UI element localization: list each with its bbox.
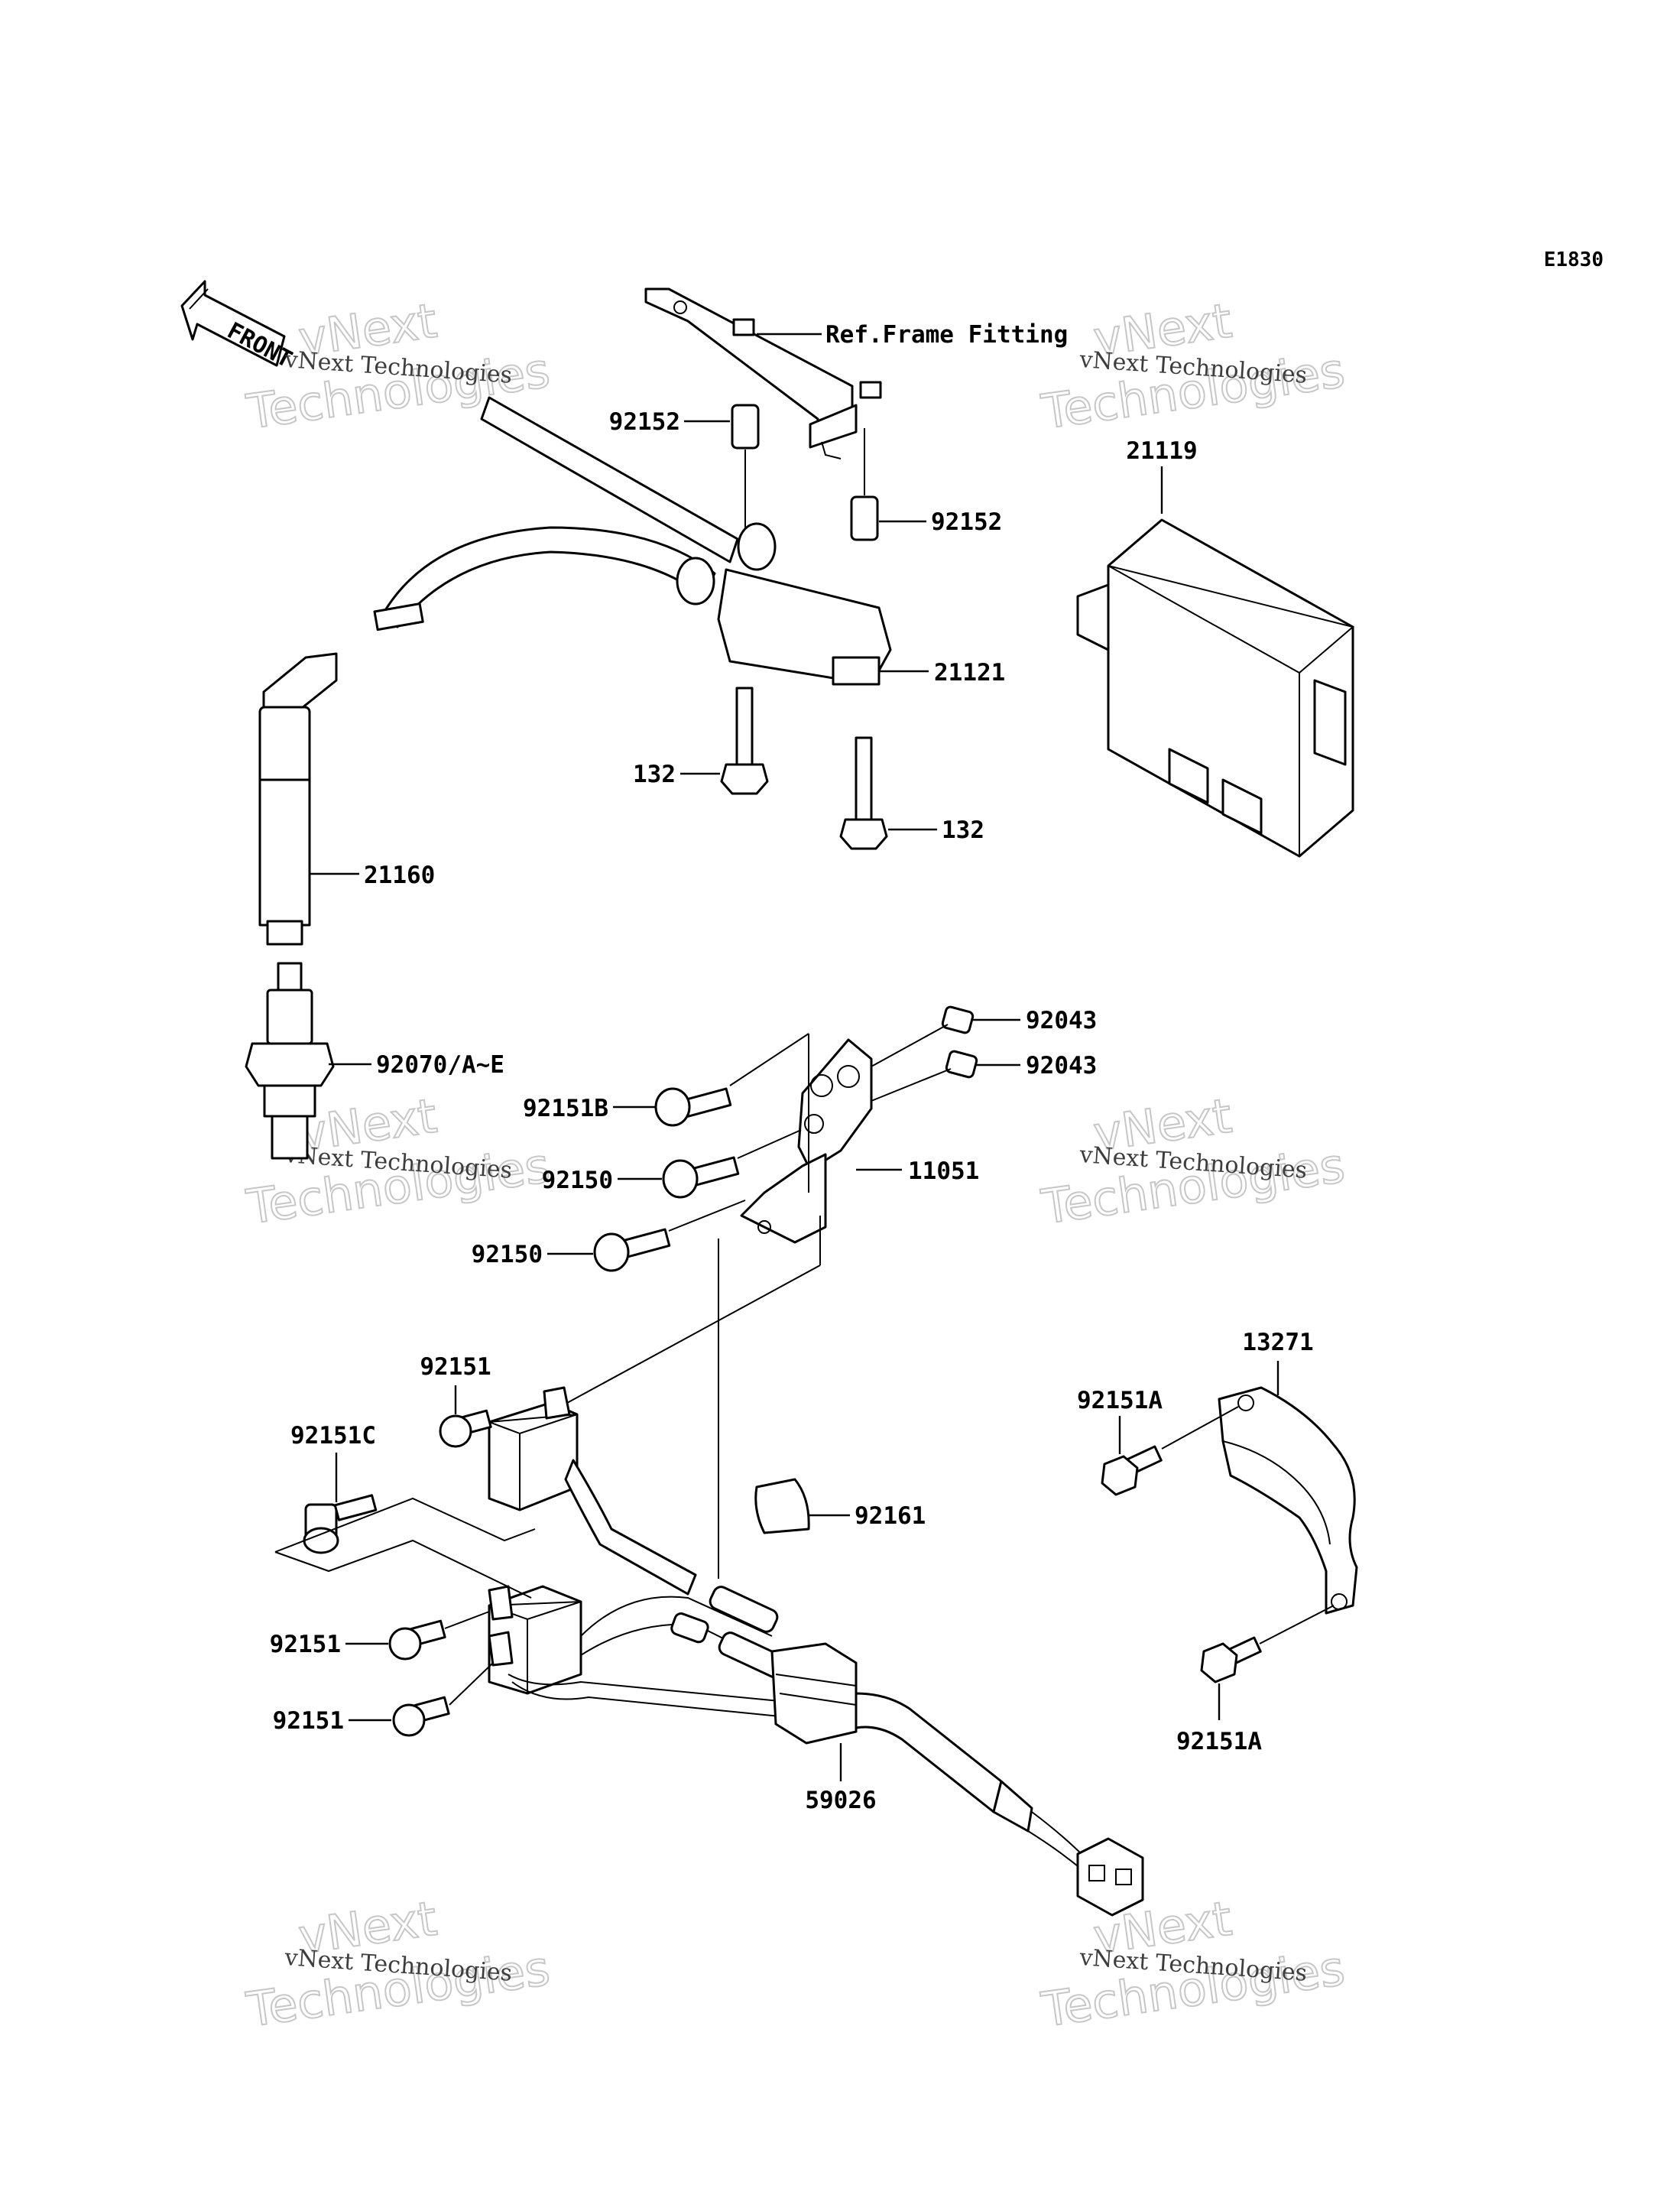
- harness-wire: [511, 1681, 780, 1717]
- ref-frame-fitting-note: Ref.Frame Fitting: [825, 321, 1068, 349]
- label-92161: 92161: [855, 1502, 926, 1530]
- spark-plug: [245, 962, 335, 1160]
- harness-wire: [1027, 1830, 1082, 1870]
- igniter-unit: [1076, 518, 1355, 858]
- label-92151B: 92151B: [523, 1095, 608, 1122]
- wire-sleeve: [709, 1586, 779, 1633]
- spark-plug-cap: [258, 652, 338, 946]
- frame-bracket: [644, 287, 882, 459]
- front-arrow-icon: FRONT: [180, 280, 297, 373]
- label-132-left: 132: [633, 761, 676, 788]
- label-92151A-top: 92151A: [1077, 1387, 1163, 1414]
- label-92151C: 92151C: [290, 1422, 376, 1450]
- alignment-line: [729, 1033, 809, 1086]
- pickup-coil-bottom: [488, 1585, 582, 1695]
- alignment-line: [1161, 1406, 1239, 1450]
- harness-wire: [564, 1459, 697, 1596]
- label-21160: 21160: [364, 862, 435, 889]
- label-92150-bottom: 92150: [472, 1241, 543, 1268]
- alignment-line: [871, 1024, 949, 1067]
- bolt-92151C: [303, 1494, 378, 1554]
- damper-92043-bottom: [945, 1050, 978, 1079]
- label-11051: 11051: [908, 1157, 979, 1185]
- bolt-132-right: [839, 736, 888, 850]
- cover-13271: [1218, 1386, 1358, 1615]
- spacer-92152-top: [731, 404, 760, 450]
- bolt-132-left: [720, 687, 769, 795]
- bolt-92151A-bottom: [1200, 1636, 1262, 1683]
- alignment-line: [1259, 1605, 1335, 1644]
- label-92150-top: 92150: [542, 1167, 613, 1194]
- bolt-92151-top: [439, 1409, 492, 1448]
- harness-wire: [508, 1674, 780, 1702]
- harness-wire: [580, 1596, 773, 1637]
- spacer-92152-right: [850, 495, 879, 541]
- label-92070: 92070/A~E: [376, 1051, 504, 1079]
- harness-tube: [855, 1692, 1003, 1813]
- bolt-92151-mid: [388, 1619, 446, 1661]
- label-92151A-bottom: 92151A: [1176, 1728, 1262, 1755]
- pad-92161: [754, 1478, 810, 1534]
- label-92152-right: 92152: [931, 508, 1002, 536]
- label-92043-bottom: 92043: [1026, 1052, 1097, 1080]
- bolt-92150-bottom: [593, 1228, 671, 1272]
- bolt-92150-top: [662, 1156, 740, 1199]
- label-92151-low: 92151: [273, 1707, 344, 1735]
- label-13271: 13271: [1242, 1329, 1313, 1356]
- ignition-coil: [373, 396, 892, 686]
- bolt-92151-low: [392, 1696, 450, 1737]
- label-132-right: 132: [942, 817, 984, 844]
- label-21121: 21121: [934, 659, 1005, 687]
- label-59026: 59026: [805, 1787, 876, 1814]
- diagram-code: E1830: [1544, 248, 1604, 271]
- harness-connector: [770, 1642, 858, 1745]
- pickup-coil-top: [488, 1386, 579, 1511]
- label-92151-top: 92151: [420, 1353, 491, 1381]
- alignment-line: [871, 1068, 952, 1102]
- harness-tube: [992, 1780, 1033, 1833]
- label-92152-top: 92152: [609, 408, 680, 436]
- alignment-line: [668, 1200, 746, 1232]
- alignment-line: [274, 1539, 532, 1599]
- alignment-line: [274, 1497, 536, 1553]
- alignment-line: [566, 1265, 821, 1404]
- alignment-line: [449, 1662, 494, 1706]
- label-92151-mid: 92151: [270, 1631, 341, 1658]
- wire-sleeve: [670, 1612, 709, 1644]
- end-connector: [1076, 1837, 1144, 1917]
- label-92043-top: 92043: [1026, 1007, 1097, 1034]
- bolt-92151A-top: [1101, 1445, 1163, 1496]
- label-21119: 21119: [1126, 437, 1197, 465]
- pickup-bracket: [740, 1038, 873, 1244]
- alignment-line: [737, 1129, 802, 1159]
- damper-92043-top: [941, 1005, 975, 1034]
- alignment-line: [444, 1611, 490, 1629]
- bolt-92151B: [654, 1087, 732, 1127]
